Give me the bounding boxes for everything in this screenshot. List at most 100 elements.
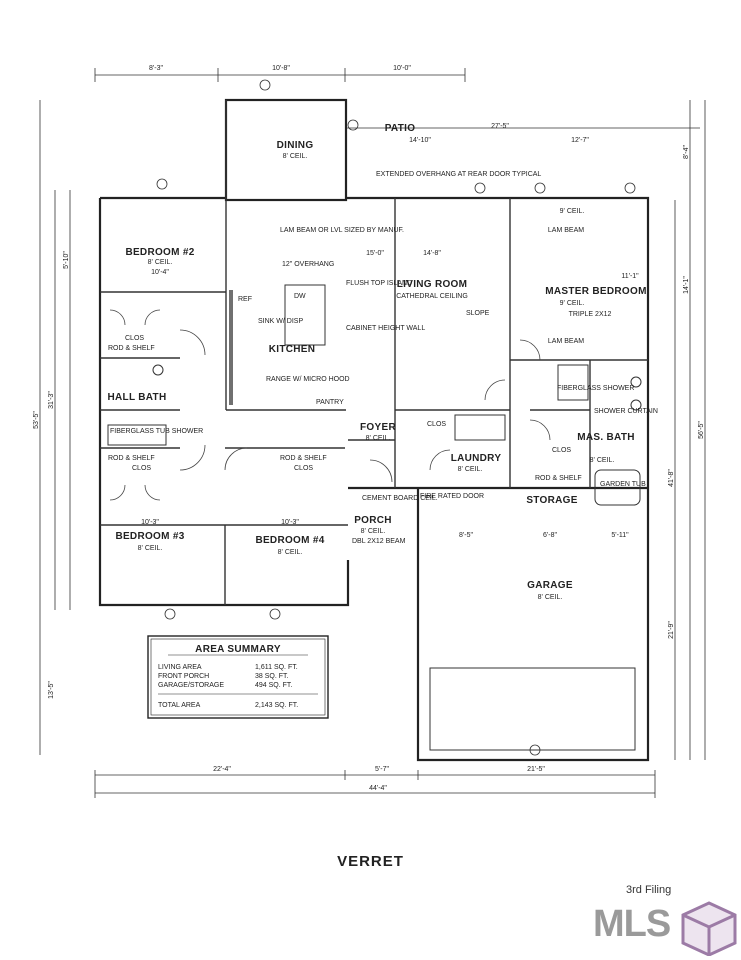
- dim-garage-1: 8'-5": [459, 532, 473, 539]
- bedroom-3-ceiling: 8' CEIL.: [138, 545, 163, 552]
- note-closet-master: CLOS: [552, 447, 571, 454]
- dim-bottom-1: 22'-4": [213, 766, 231, 773]
- master-lam-beam: LAM BEAM: [548, 227, 584, 234]
- fixtures: [107, 364, 642, 751]
- note-garden-tub: GARDEN TUB: [600, 481, 646, 488]
- dim-right-4: 21'-9": [668, 621, 675, 639]
- note-closet-bedroom2: CLOS: [125, 335, 144, 342]
- note-fiberglass-shower: FIBERGLASS SHOWER: [557, 385, 634, 392]
- room-storage: STORAGE: [526, 495, 577, 506]
- dim-left-bed: 5'-10": [63, 251, 70, 269]
- dim-left-garage: 13'-5": [48, 681, 55, 699]
- dim-patio-3: 12'-7": [571, 137, 589, 144]
- foyer-ceiling: 8' CEIL.: [366, 435, 391, 442]
- area-summary: AREA SUMMARY LIVING AREA 1,611 SQ. FT. F…: [147, 635, 329, 719]
- room-hall-bath: HALL BATH: [108, 392, 167, 403]
- room-laundry: LAUNDRY: [451, 453, 502, 464]
- dim-garage-2: 6'-8": [543, 532, 557, 539]
- interior-walls: [100, 100, 648, 605]
- dim-patio-2: 27'-5": [491, 123, 509, 130]
- note-closet-bedroom3: CLOS: [132, 465, 151, 472]
- note-dw: DW: [294, 293, 306, 300]
- area-total-label: TOTAL AREA: [158, 702, 201, 709]
- note-overhang: EXTENDED OVERHANG AT REAR DOOR TYPICAL: [376, 171, 541, 178]
- area-total-value: 2,143 SQ. FT.: [255, 702, 298, 709]
- master-triple-beam: TRIPLE 2X12: [569, 311, 612, 318]
- room-master-bedroom: MASTER BEDROOM: [545, 286, 646, 297]
- dim-top-3: 10'-0": [393, 65, 411, 72]
- dim-living-height: 15'-0": [366, 250, 384, 257]
- area-row-value-2: 38 SQ. FT.: [255, 673, 289, 680]
- note-rod-shelf-2: ROD & SHELF: [108, 455, 155, 462]
- room-garage: GARAGE: [527, 580, 573, 591]
- dim-patio-1: 14'-10": [409, 137, 431, 144]
- note-12-overhang: 12" OVERHANG: [282, 261, 334, 268]
- dim-garage-3: 5'-11": [611, 532, 629, 539]
- note-lam-beam: LAM BEAM OR LVL SIZED BY MANUF.: [280, 227, 404, 234]
- master-bath-ceiling: 8' CEIL.: [590, 457, 615, 464]
- bedroom-2-ceiling: 8' CEIL.: [148, 259, 173, 266]
- kitchen-island: [284, 284, 326, 346]
- note-fire-rated: FIRE RATED DOOR: [420, 493, 484, 500]
- area-row-value-1: 1,611 SQ. FT.: [255, 664, 298, 671]
- master-ceiling: 9' CEIL.: [560, 300, 585, 307]
- dim-right-2: 14'-1": [683, 276, 690, 294]
- note-cement-board: CEMENT BOARD CEIL.: [362, 495, 438, 502]
- area-row-label-1: LIVING AREA: [158, 664, 202, 671]
- note-sink: SINK W/ DISP: [258, 318, 303, 325]
- note-shower-curtain: SHOWER CURTAIN: [594, 408, 658, 415]
- dining-ceiling: 8' CEIL.: [283, 153, 308, 160]
- area-row-label-3: GARAGE/STORAGE: [158, 682, 224, 689]
- room-porch: PORCH: [354, 515, 392, 526]
- bedroom-2-dimension: 10'-4": [151, 269, 169, 276]
- porch-ceiling: 8' CEIL.: [361, 528, 386, 535]
- master-lam-beam-lower: LAM BEAM: [548, 338, 584, 345]
- laundry-ceiling: 8' CEIL.: [458, 466, 483, 473]
- dim-top-1: 8'-3": [149, 65, 163, 72]
- door-swings: [109, 309, 551, 501]
- plan-caption: VERRET: [337, 853, 404, 870]
- note-range: RANGE W/ MICRO HOOD: [266, 376, 350, 383]
- note-ref: REF: [238, 296, 252, 303]
- room-foyer: FOYER: [360, 422, 396, 433]
- bedroom-3-dimension: 10'-3": [141, 519, 159, 526]
- dim-top-2: 10'-8": [272, 65, 290, 72]
- area-row-value-3: 494 SQ. FT.: [255, 682, 292, 689]
- bedroom-4-ceiling: 8' CEIL.: [278, 549, 303, 556]
- note-dbl-beam: DBL 2X12 BEAM: [352, 538, 406, 545]
- garage-ceiling: 8' CEIL.: [538, 594, 563, 601]
- note-rod-shelf-1: ROD & SHELF: [108, 345, 155, 352]
- dimension-lines: [39, 68, 706, 798]
- dim-left-house: 31'-3": [48, 391, 55, 409]
- elevation-markers: [156, 79, 636, 756]
- room-living: LIVING ROOM: [397, 279, 468, 290]
- room-bedroom-3: BEDROOM #3: [115, 531, 184, 542]
- mls-logo-text: MLS: [593, 903, 671, 945]
- dim-master-width: 11'-1": [621, 273, 639, 280]
- room-kitchen: KITCHEN: [269, 344, 316, 355]
- master-ceiling-upper: 9' CEIL.: [560, 208, 585, 215]
- living-ceiling: CATHEDRAL CEILING: [396, 293, 468, 300]
- note-fiberglass-tub: FIBERGLASS TUB SHOWER: [110, 428, 203, 435]
- dim-left-overall: 53'-5": [33, 411, 40, 429]
- note-flush-top: FLUSH TOP ISLAND: [346, 280, 412, 287]
- bedroom-4-dimension: 10'-3": [281, 519, 299, 526]
- mls-logo: MLS: [593, 901, 739, 956]
- room-patio: PATIO: [385, 123, 416, 134]
- room-master-bath: MAS. BATH: [577, 432, 635, 443]
- dim-overall-bottom: 44'-4": [369, 785, 387, 792]
- note-rod-shelf-4: ROD & SHELF: [535, 475, 582, 482]
- note-cabinet: CABINET HEIGHT WALL: [346, 325, 425, 332]
- area-row-label-2: FRONT PORCH: [158, 673, 209, 680]
- note-closet-bedroom4: CLOS: [294, 465, 313, 472]
- mls-box-icon: [681, 901, 737, 956]
- note-slope: SLOPE: [466, 310, 490, 317]
- dim-bottom-2: 5'-7": [375, 766, 389, 773]
- area-summary-title: AREA SUMMARY: [195, 644, 281, 655]
- room-bedroom-4: BEDROOM #4: [255, 535, 324, 546]
- note-rod-shelf-3: ROD & SHELF: [280, 455, 327, 462]
- dim-right-overall: 56'-5": [698, 421, 705, 439]
- living-dimension: 14'-8": [423, 250, 441, 257]
